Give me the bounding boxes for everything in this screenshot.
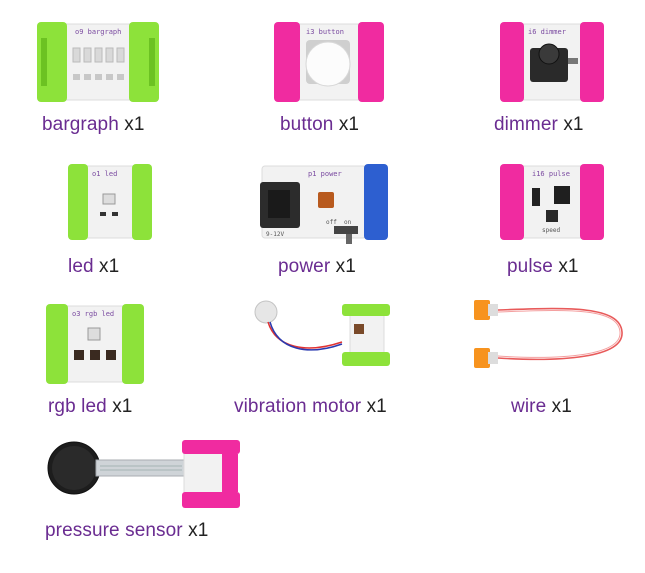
wire-module-image xyxy=(474,300,623,368)
led-board-label: o1 led xyxy=(92,170,117,178)
component-quantity: x1 xyxy=(124,114,145,135)
component-name: wire xyxy=(511,396,547,417)
button-module-image: i3 button xyxy=(274,22,384,102)
pulse-knob-label: speed xyxy=(542,227,560,234)
power-voltage-label: 9-12V xyxy=(266,231,284,238)
component-quantity: x1 xyxy=(366,396,387,417)
power-switch-on-label: on xyxy=(344,219,352,226)
component-quantity: x1 xyxy=(112,396,133,417)
component-quantity: x1 xyxy=(338,114,360,135)
bargraph-module-image: o9 bargraph xyxy=(37,22,159,102)
pressure-sensor-module-image xyxy=(47,440,240,508)
power-module-image: p1 power off on 9-12V xyxy=(260,164,388,244)
component-name: button xyxy=(280,114,334,135)
component-name: vibration motor xyxy=(234,396,362,417)
button-board-label: i3 button xyxy=(306,28,344,36)
component-quantity: x1 xyxy=(335,256,356,277)
component-quantity: x1 xyxy=(99,256,120,277)
component-name: rgb led xyxy=(48,396,107,417)
dimmer-module-image: i6 dimmer xyxy=(500,22,604,102)
component-quantity: x1 xyxy=(188,520,209,541)
component-quantity: x1 xyxy=(563,114,584,135)
component-name: dimmer xyxy=(494,114,558,135)
component-name: bargraph xyxy=(42,114,119,135)
pulse-module-image: i16 pulse speed xyxy=(500,164,604,240)
dimmer-board-label: i6 dimmer xyxy=(528,28,566,36)
component-name: pulse xyxy=(507,256,553,277)
rgb-led-module-image: o3 rgb led xyxy=(46,304,144,384)
power-board-label: p1 power xyxy=(308,170,342,178)
rgb-led-board-label: o3 rgb led xyxy=(72,310,114,318)
pulse-board-label: i16 pulse xyxy=(532,170,570,178)
component-name: power xyxy=(278,256,331,277)
component-quantity: x1 xyxy=(558,256,579,277)
component-quantity: x1 xyxy=(551,396,572,417)
vibration-motor-module-image xyxy=(254,300,390,366)
component-name: led xyxy=(68,256,94,277)
component-name: pressure sensor xyxy=(45,520,183,541)
led-module-image: o1 led xyxy=(68,164,152,240)
power-switch-off-label: off xyxy=(326,219,337,226)
bargraph-board-label: o9 bargraph xyxy=(75,28,121,36)
